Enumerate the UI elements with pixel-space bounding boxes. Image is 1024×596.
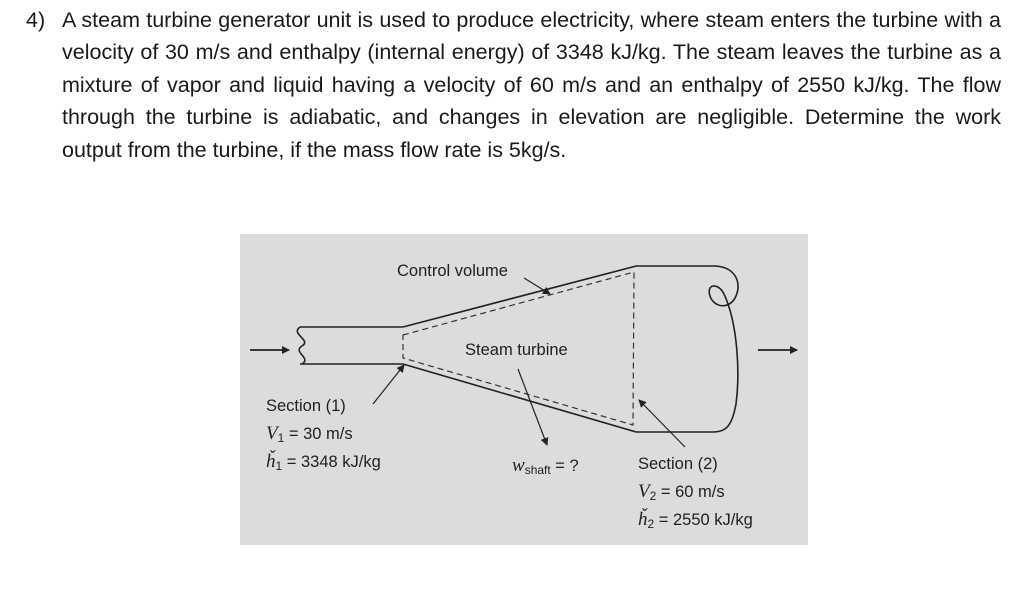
problem-number: 4) <box>26 8 46 32</box>
section2-leader <box>638 399 686 448</box>
section2-enthalpy-symbol: ȟ <box>638 509 648 530</box>
shaft-work-leader <box>517 368 549 446</box>
problem-text: A steam turbine generator unit is used t… <box>62 8 1001 162</box>
shaft-work-subscript: shaft <box>524 463 551 477</box>
outlet-ellipse <box>708 265 739 433</box>
section1-velocity-subscript: 1 <box>277 431 285 445</box>
section1-leader <box>372 364 405 405</box>
section2-enthalpy-value: = 2550 kJ/kg <box>658 511 753 529</box>
section2-velocity-subscript: 2 <box>649 489 657 503</box>
turbine-top-edge <box>402 265 713 328</box>
section1-enthalpy: ȟ1 = 3348 kJ/kg <box>266 452 381 476</box>
shaft-work-label: wshaft = ? <box>512 456 579 480</box>
section1-title: Section (1) <box>266 397 346 415</box>
problem-statement: 4) A steam turbine generator unit is use… <box>26 4 1001 166</box>
section1-velocity-symbol: V <box>266 423 278 444</box>
section1-velocity: V1 = 30 m/s <box>266 424 353 448</box>
turbine-diagram <box>250 265 798 448</box>
section1-enthalpy-subscript: 1 <box>275 459 283 473</box>
turbine-bottom-edge <box>402 363 713 433</box>
steam-turbine-label: Steam turbine <box>465 341 568 359</box>
section1-velocity-value: = 30 m/s <box>288 425 353 443</box>
section2-title: Section (2) <box>638 455 718 473</box>
section2-velocity: V2 = 60 m/s <box>638 482 725 506</box>
section2-velocity-value: = 60 m/s <box>660 483 725 501</box>
control-volume-boundary <box>402 271 635 426</box>
section2-enthalpy: ȟ2 = 2550 kJ/kg <box>638 510 753 534</box>
section1-enthalpy-symbol: ȟ <box>266 451 276 472</box>
section2-enthalpy-subscript: 2 <box>647 517 655 531</box>
shaft-work-symbol: w <box>512 455 525 476</box>
section2-velocity-symbol: V <box>638 481 650 502</box>
control-volume-leader <box>523 277 551 295</box>
shaft-work-value: = ? <box>555 457 579 475</box>
turbine-figure: Control volume Steam turbine Section (1)… <box>240 234 808 545</box>
section1-enthalpy-value: = 3348 kJ/kg <box>286 453 381 471</box>
control-volume-label: Control volume <box>397 262 508 280</box>
inlet-pipe-break <box>296 326 306 365</box>
